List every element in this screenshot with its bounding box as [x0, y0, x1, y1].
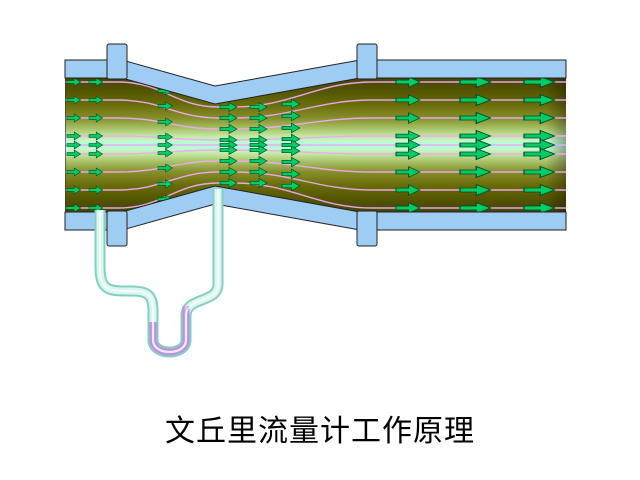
- caption: 文丘里流量计工作原理: [165, 415, 475, 448]
- manometer-tube-gloss: [99, 189, 219, 353]
- flange-right-bottom: [356, 210, 378, 247]
- flange-left-top: [106, 43, 128, 80]
- manometer: [94, 189, 224, 358]
- pipe-wall-top: [64, 59, 567, 105]
- flange-right-top: [356, 43, 378, 80]
- flow-arrow-column-converging: [157, 86, 173, 204]
- venturi-diagram: [64, 43, 567, 358]
- flange-left-bottom: [106, 210, 128, 247]
